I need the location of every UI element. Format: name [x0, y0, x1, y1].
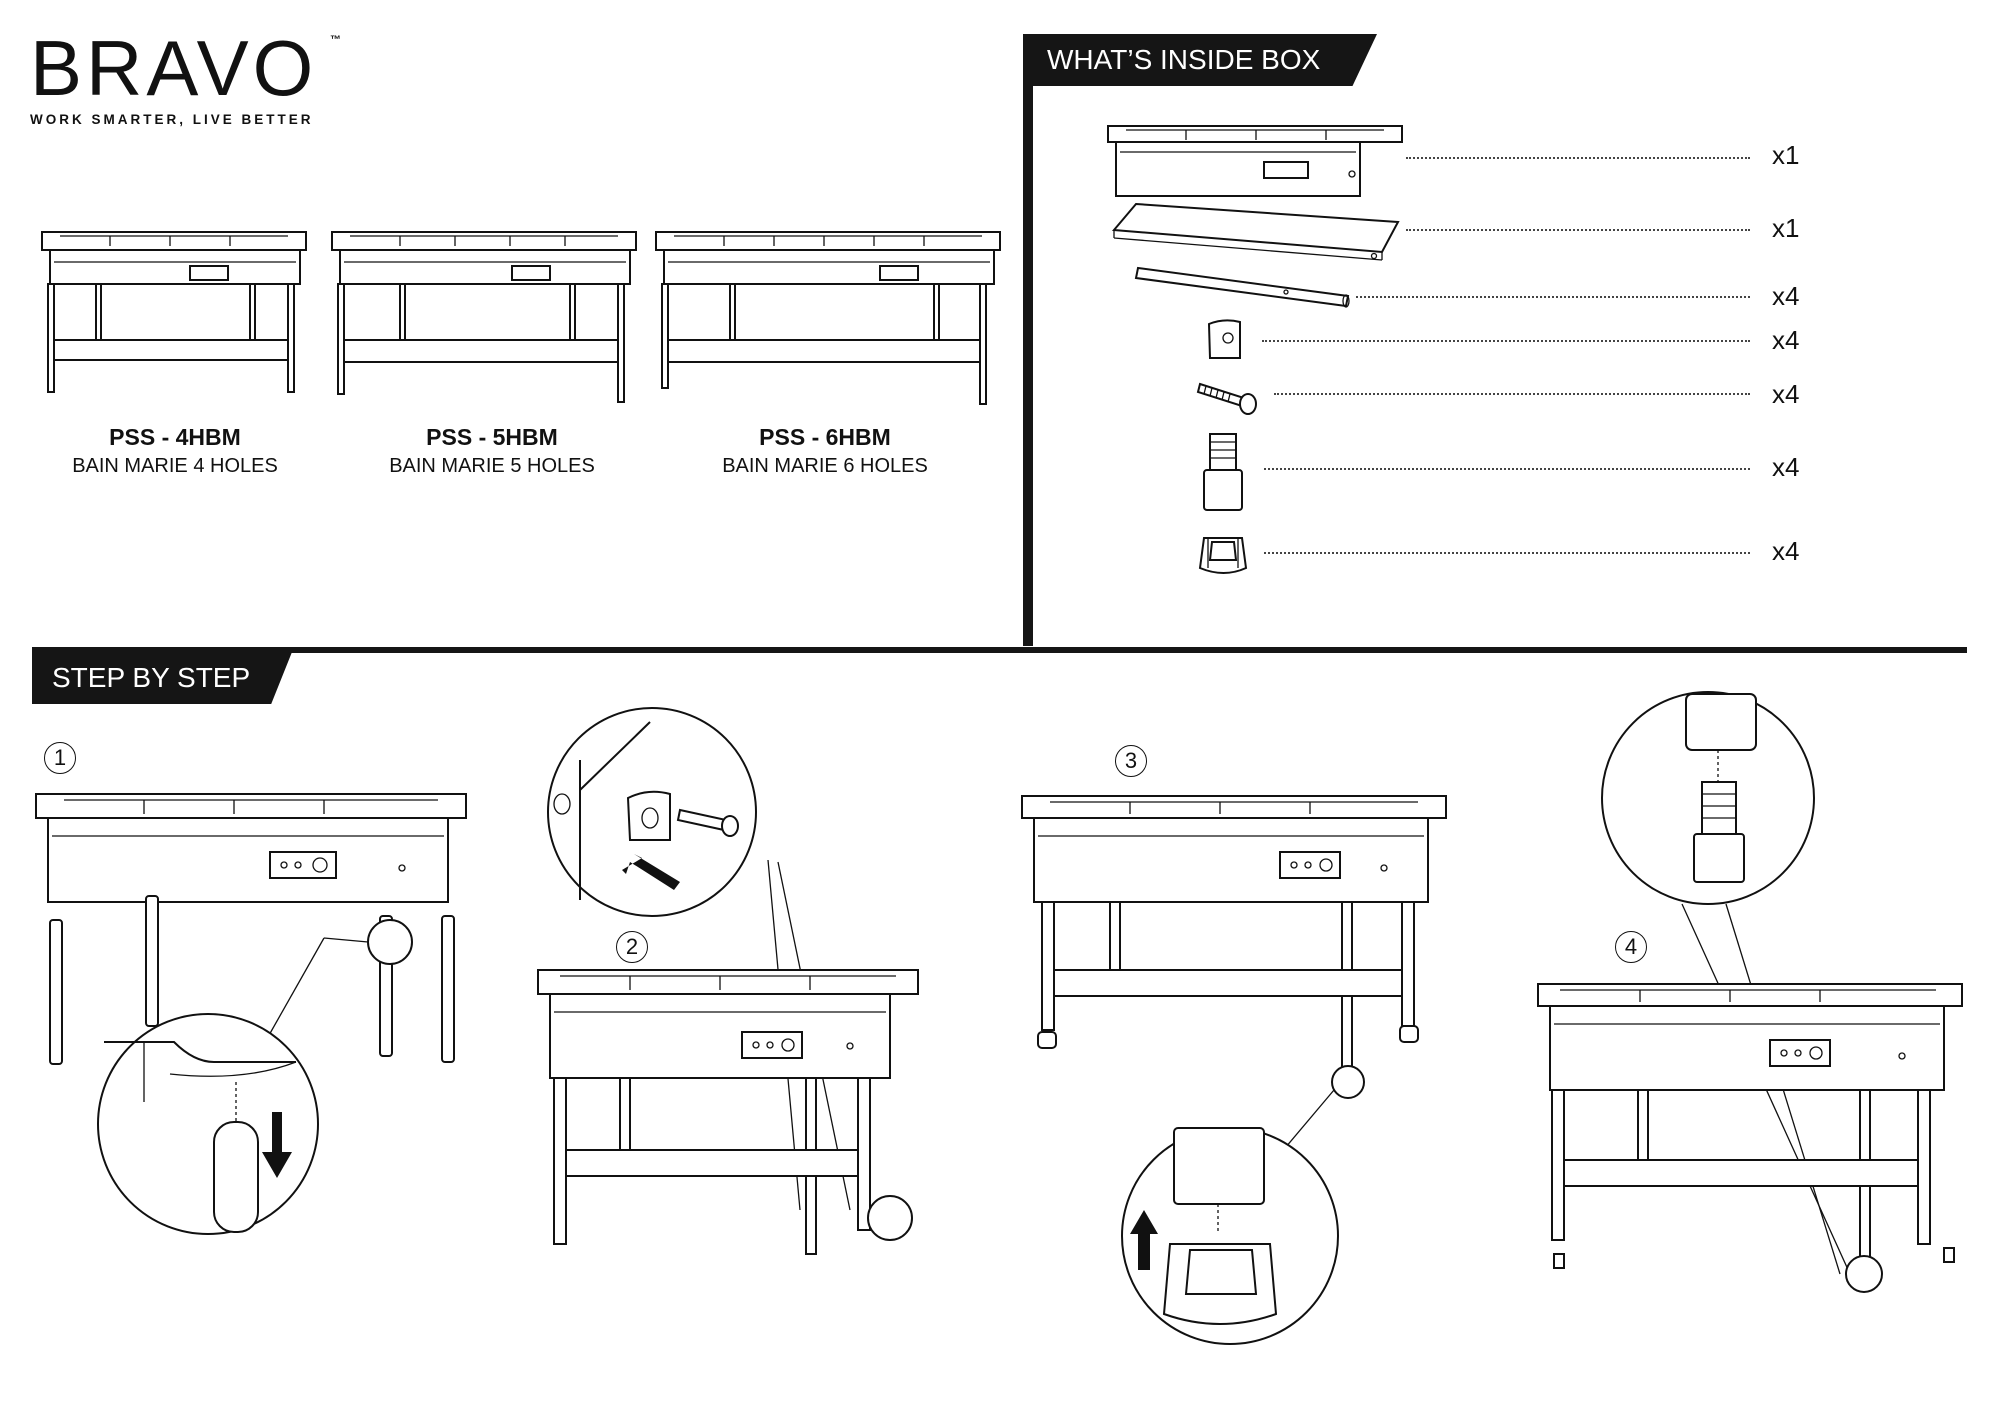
- step-number-1: 1: [44, 742, 76, 774]
- item-quantity: x4: [1772, 536, 1800, 566]
- logo-wordmark: BRAVO: [30, 24, 318, 112]
- model-4hbm-illustration: [41, 231, 307, 393]
- step-2-illustration: [537, 707, 919, 1255]
- item-quantity: x4: [1772, 452, 1800, 482]
- item-quantity: x4: [1772, 325, 1800, 355]
- model-description: BAIN MARIE 5 HOLES: [389, 455, 595, 477]
- step-number-4: 4: [1615, 931, 1647, 963]
- bracket-plate-icon: [1207, 319, 1241, 359]
- bolt-icon: [1196, 382, 1257, 415]
- step-number-3: 3: [1115, 745, 1147, 777]
- bain-marie-top-icon: [1107, 125, 1403, 197]
- model-description: BAIN MARIE 6 HOLES: [722, 455, 928, 477]
- model-6hbm: PSS - 6HBM BAIN MARIE 6 HOLES: [695, 424, 955, 478]
- shelf-panel-icon: [1111, 202, 1400, 261]
- adjustable-foot-icon: [1203, 433, 1243, 511]
- step-1-illustration: [35, 793, 467, 1235]
- model-5hbm: PSS - 5HBM BAIN MARIE 5 HOLES: [362, 424, 622, 478]
- whats-inside-header: WHAT’S INSIDE BOX: [1027, 34, 1377, 86]
- step-by-step-header: STEP BY STEP: [32, 652, 292, 704]
- model-description: BAIN MARIE 4 HOLES: [72, 455, 278, 477]
- section-divider-horizontal: [32, 647, 1967, 653]
- brand-tagline: WORK SMARTER, LIVE BETTER: [30, 112, 314, 127]
- model-6hbm-illustration: [655, 231, 1001, 405]
- step-4-illustration: [1537, 691, 1963, 1293]
- dotted-leader: [1264, 552, 1750, 554]
- model-5hbm-illustration: [331, 231, 637, 403]
- item-quantity: x1: [1772, 213, 1800, 243]
- dotted-leader: [1262, 340, 1750, 342]
- item-quantity: x4: [1772, 281, 1800, 311]
- model-code: PSS - 5HBM: [426, 424, 558, 450]
- dotted-leader: [1406, 157, 1750, 159]
- dotted-leader: [1406, 229, 1750, 231]
- step-number-2: 2: [616, 931, 648, 963]
- foot-cap-icon: [1198, 537, 1248, 574]
- trademark-mark: ™: [330, 34, 341, 46]
- model-code: PSS - 6HBM: [759, 424, 891, 450]
- item-quantity: x1: [1772, 140, 1800, 170]
- step-3-illustration: [1021, 795, 1447, 1345]
- model-code: PSS - 4HBM: [109, 424, 241, 450]
- brand-logo: BRAVO ™ WORK SMARTER, LIVE BETTER: [30, 24, 350, 127]
- dotted-leader: [1264, 468, 1750, 470]
- dotted-leader: [1274, 393, 1750, 395]
- item-quantity: x4: [1772, 379, 1800, 409]
- dotted-leader: [1356, 296, 1750, 298]
- section-divider-vertical: [1023, 34, 1033, 646]
- leg-tube-icon: [1134, 266, 1350, 308]
- model-4hbm: PSS - 4HBM BAIN MARIE 4 HOLES: [45, 424, 305, 478]
